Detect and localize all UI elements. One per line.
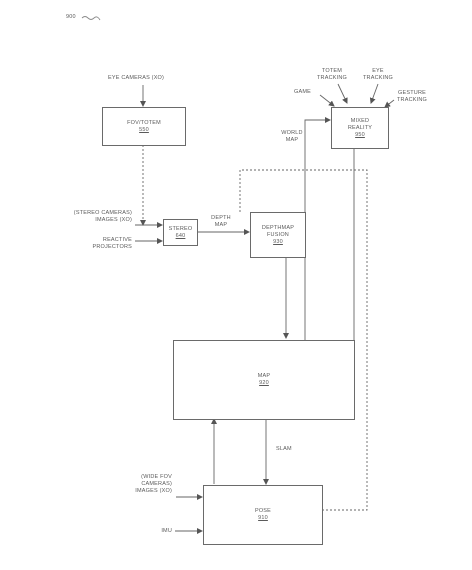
world-map-label: WORLD MAP [277,130,307,144]
stereo-images-line-1: (STEREO CAMERAS) [73,210,132,216]
game-label: GAME [294,89,311,95]
depth-map-label: DEPTH MAP [206,215,236,229]
depth-map-line-1: DEPTH [211,215,231,221]
stereo-title: STEREO [168,225,193,232]
arrow-totem [337,83,348,104]
map-ref: 920 [259,380,269,386]
mixed-reality-ref: 950 [355,131,365,138]
wide-fov-line-1: (WIDE FOV [141,474,172,480]
eye-tracking-label: EYE TRACKING [358,68,398,82]
stereo-images-line-2: IMAGES (XO) [95,217,132,223]
totem-tracking-label: TOTEM TRACKING [312,68,352,82]
mixed-reality-box: MIXED REALITY 950 [331,107,389,149]
arrow-map-mixed [304,117,331,340]
slam-label: SLAM [276,446,292,452]
totem-tracking-line-1: TOTEM [321,68,343,74]
depth-map-line-2: MAP [214,222,228,228]
fov-totem-ref: 550 [139,126,149,133]
mixed-reality-title-1: MIXED [350,117,370,124]
gesture-tracking-label: GESTURE TRACKING [391,90,433,104]
projectors-line-2: PROJECTORS [92,244,132,250]
wide-fov-label: (WIDE FOV CAMERAS) IMAGES (XO) [108,474,172,495]
projectors-label: REACTIVE PROJECTORS [62,237,132,251]
gesture-tracking-line-2: TRACKING [396,97,428,103]
eye-cameras-label: EYE CAMERAS (XO) [108,75,165,81]
mixed-reality-title-2: REALITY [347,124,373,131]
stereo-ref: 640 [175,232,186,239]
fov-totem-box: FOV/TOTEM 550 [102,107,186,146]
world-map-line-2: MAP [285,137,299,143]
fov-totem-title: FOV/TOTEM [127,119,161,126]
depthmap-fusion-title-1: DEPTHMAP [261,224,295,231]
gesture-tracking-line-1: GESTURE [398,90,426,96]
pose-box: POSE 910 [203,485,323,545]
wide-fov-line-2: CAMERAS) [141,481,172,487]
imu-label: IMU [161,528,172,534]
eye-tracking-line-1: EYE [372,68,384,74]
figure-squiggle [81,16,101,21]
wide-fov-line-3: IMAGES (XO) [135,488,172,494]
dotted-loop [239,169,368,511]
arrow-eye-tracking [369,83,379,104]
arrow-game [319,94,335,107]
world-map-line-1: WORLD [281,130,303,136]
depthmap-fusion-ref: 930 [273,238,283,245]
pose-ref: 910 [258,515,268,521]
figure-number: 900 [66,14,76,20]
stereo-box: STEREO 640 [163,219,198,246]
map-title: MAP [257,373,271,379]
pose-title: POSE [254,508,272,514]
eye-tracking-line-2: TRACKING [362,75,394,81]
arrow-gesture [384,99,395,108]
stereo-images-label: (STEREO CAMERAS) IMAGES (XO) [62,210,132,224]
depthmap-fusion-title-2: FUSION [267,231,289,238]
totem-tracking-line-2: TRACKING [316,75,348,81]
map-box: MAP 920 [173,340,355,420]
projectors-line-1: REACTIVE [102,237,132,243]
depthmap-fusion-box: DEPTHMAP FUSION 930 [250,212,306,258]
